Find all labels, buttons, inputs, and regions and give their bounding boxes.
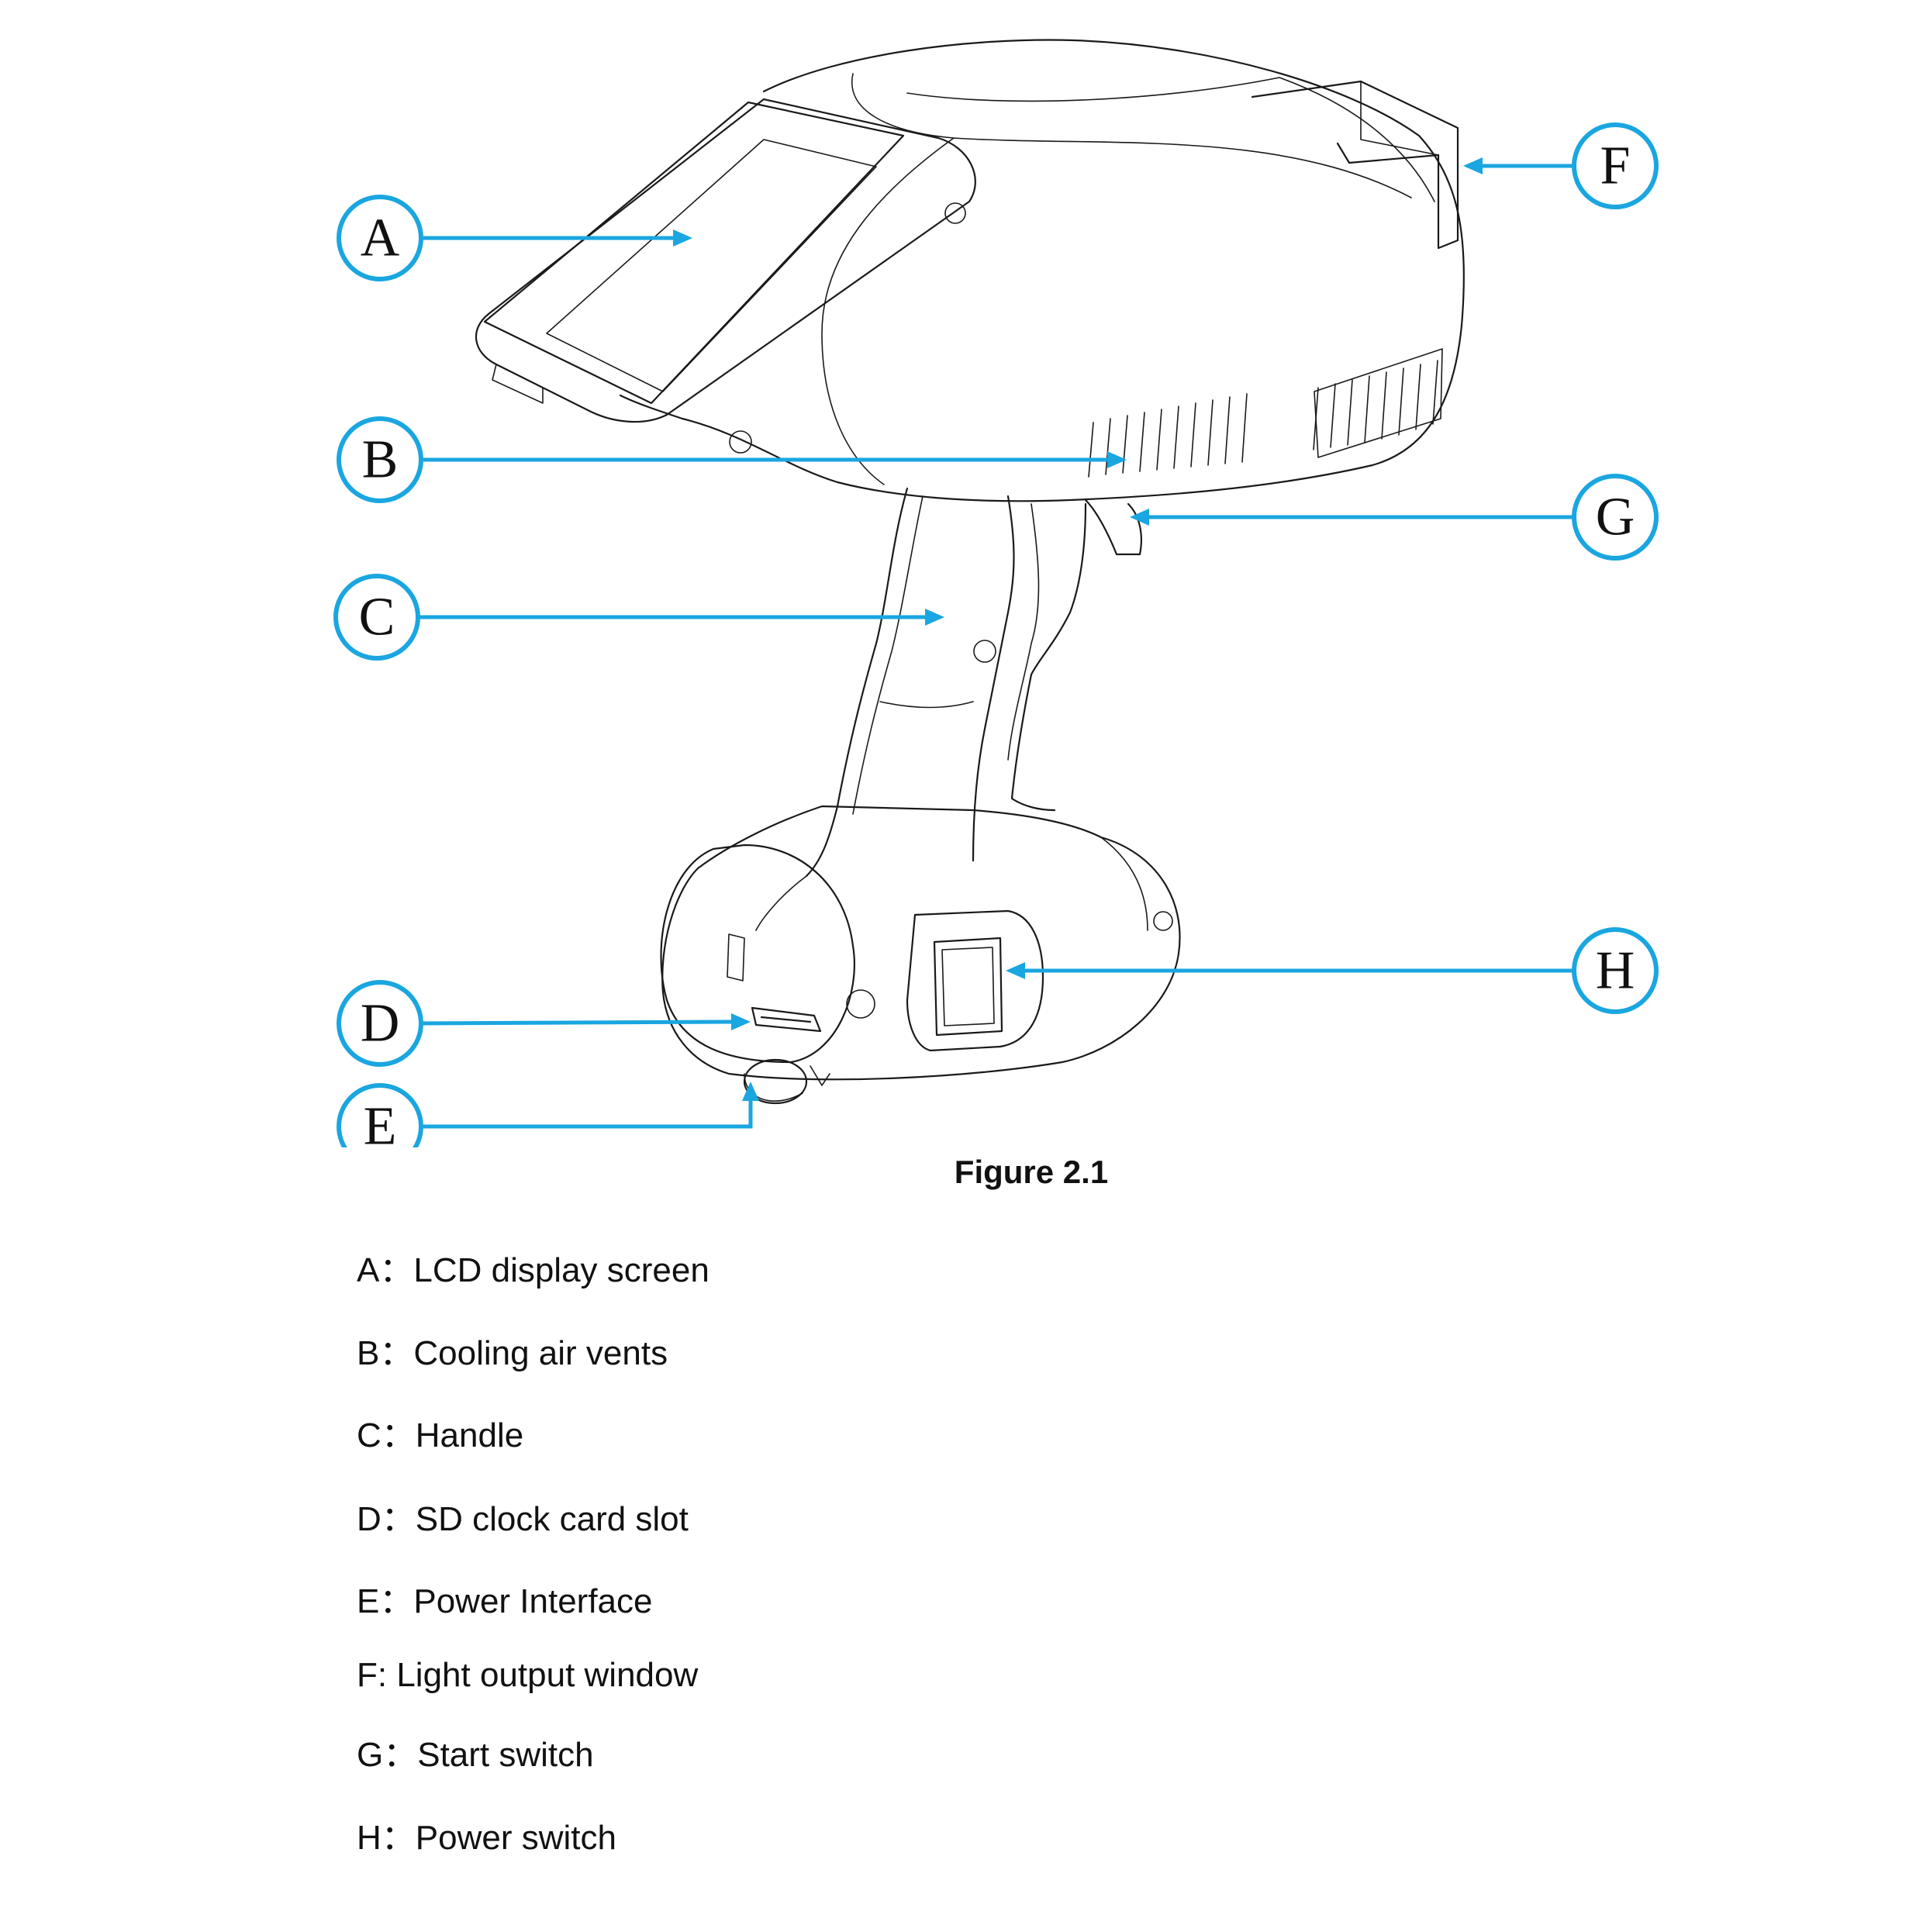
cooling-air-vents: [1088, 348, 1443, 478]
handle: [805, 487, 1087, 878]
callout-letter-a: A: [361, 209, 400, 268]
callout-d: D: [337, 980, 751, 1067]
callout-e: E: [337, 1082, 759, 1148]
power-interface: [743, 1058, 830, 1105]
light-output-window: [1251, 80, 1459, 250]
callout-letter-b: B: [362, 430, 399, 490]
callout-h: H: [1006, 927, 1659, 1014]
device-drawing: [475, 39, 1466, 1105]
legend-item-e: E：Power Interface: [357, 1582, 653, 1620]
power-switch: [906, 909, 1044, 1052]
device-diagram: A B C D: [333, 39, 1659, 1148]
callout-letter-d: D: [361, 994, 400, 1054]
callout-letter-f: F: [1600, 136, 1631, 196]
legend-item-d: D：SD clock card slot: [357, 1500, 689, 1538]
legend-item-b: B：Cooling air vents: [357, 1334, 668, 1372]
callout-a: A: [337, 195, 692, 281]
device-head-shoulder: [821, 137, 955, 485]
legend-item-c: C：Handle: [357, 1416, 524, 1454]
device-head-ridge: [906, 77, 1435, 202]
callout-letter-e: E: [364, 1097, 397, 1148]
callout-c: C: [333, 574, 944, 661]
legend-item-f: F: Light output window: [357, 1656, 699, 1694]
callout-f: F: [1463, 122, 1659, 209]
legend-item-a: A：LCD display screen: [357, 1251, 709, 1289]
lcd-display-screen: [475, 98, 976, 454]
sd-clock-card-slot: [751, 1006, 822, 1033]
callouts: A B C D: [333, 122, 1659, 1148]
callout-letter-h: H: [1596, 941, 1635, 1001]
device-base: [660, 805, 1181, 1081]
callout-letter-c: C: [359, 588, 395, 647]
device-head-inner: [851, 73, 1412, 198]
callout-g: G: [1130, 474, 1659, 561]
figure-caption: Figure 2.1: [954, 1154, 1109, 1190]
legend-item-h: H：Power switch: [357, 1819, 616, 1857]
legend-item-g: G：Start switch: [357, 1736, 594, 1774]
callout-b: B: [337, 416, 1127, 503]
callout-letter-g: G: [1596, 488, 1635, 547]
start-switch: [1084, 499, 1142, 556]
device-head: [619, 39, 1466, 502]
